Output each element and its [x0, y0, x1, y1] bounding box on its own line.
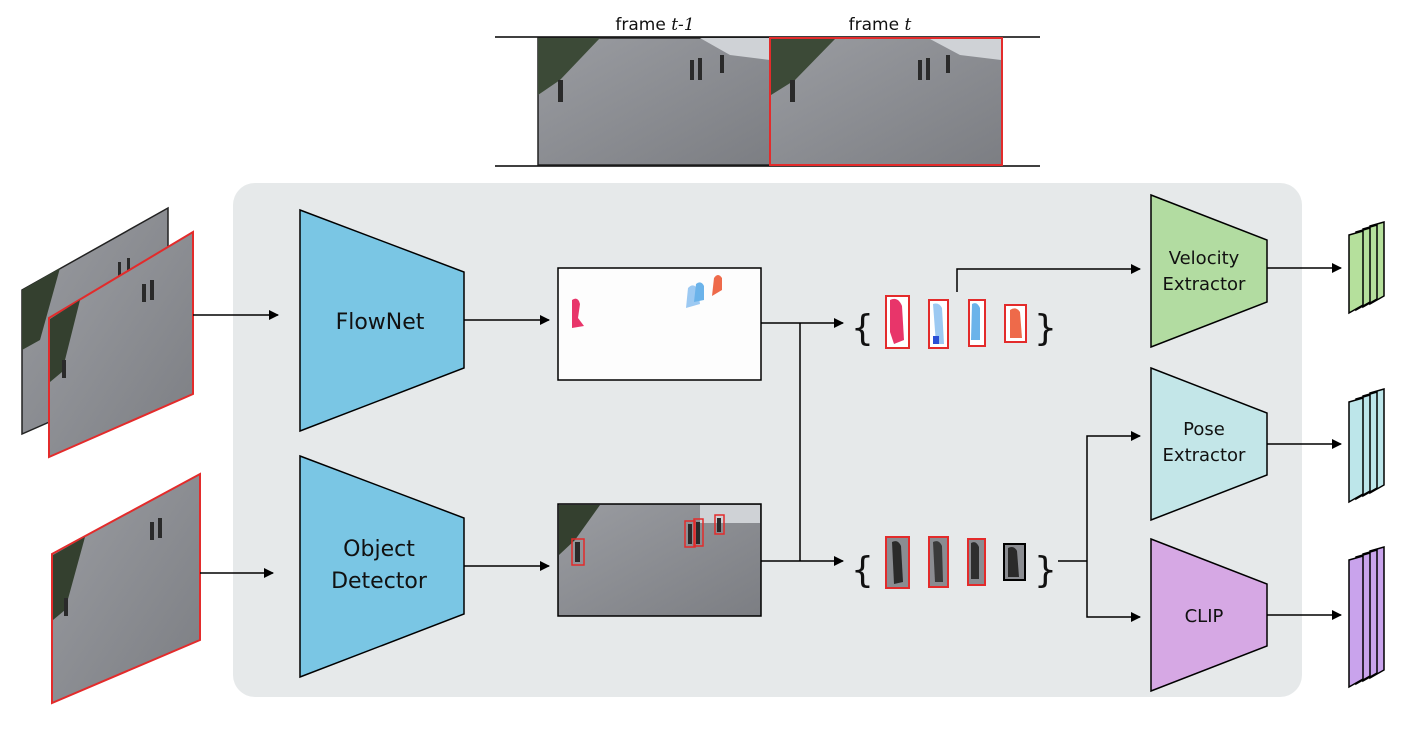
input-frame-pair: [21, 206, 194, 459]
person-crops-brace-right: }: [1034, 550, 1057, 591]
input-frame-front: [48, 230, 194, 459]
optical-flow-map: [557, 267, 762, 381]
velocity-extractor-label-line1: Velocity: [1169, 248, 1240, 269]
flow-crops-brace-left: {: [851, 308, 874, 349]
clip-label: CLIP: [1185, 606, 1224, 627]
flow-crop: [885, 295, 910, 349]
flow-crops-brace-right: }: [1034, 308, 1057, 349]
flownet-label: FlowNet: [336, 310, 425, 335]
input-frame-single: [51, 472, 201, 705]
pose-features: [1348, 388, 1385, 504]
flow-crop: [928, 299, 949, 349]
velocity-extractor-block: [1150, 193, 1268, 349]
person-crops-brace-left: {: [851, 550, 874, 591]
arrow-flowcrops-to-velocity: [956, 264, 1141, 292]
flow-crops: { }: [851, 295, 1057, 349]
velocity-extractor-label-line2: Extractor: [1163, 274, 1246, 295]
pose-extractor-label-line2: Extractor: [1163, 445, 1246, 466]
clip-block: [1150, 537, 1268, 693]
person-crop: [885, 536, 910, 589]
object-detector-block: [299, 454, 465, 679]
frame-cur-label: frame t: [849, 15, 912, 35]
velocity-features: [1348, 221, 1385, 315]
frame-prev-label: frame t-1: [615, 15, 694, 35]
person-crops: { }: [851, 536, 1057, 591]
clip-features: [1348, 546, 1385, 689]
person-crop: [928, 536, 949, 588]
frame-strip: frame t-1 frame t: [495, 15, 1040, 167]
detection-frame: [557, 503, 762, 617]
flow-crop: [1004, 304, 1027, 343]
connectors: [193, 263, 1342, 622]
flownet-block: [299, 208, 465, 433]
object-detector-label-line1: Object: [343, 537, 415, 562]
pipeline-panel: [233, 183, 1302, 697]
person-crop: [967, 538, 986, 586]
person-crop: [1003, 543, 1026, 581]
frame-prev-image: [537, 37, 771, 166]
frame-cur-image: [769, 37, 1003, 166]
flow-crop: [968, 299, 986, 347]
arrow-crops-to-pose: [1086, 431, 1141, 561]
pose-extractor-label-line1: Pose: [1183, 419, 1225, 440]
object-detector-label-line2: Detector: [331, 569, 428, 594]
pose-extractor-block: [1150, 366, 1268, 522]
arrow-crops-to-clip: [1086, 561, 1141, 622]
